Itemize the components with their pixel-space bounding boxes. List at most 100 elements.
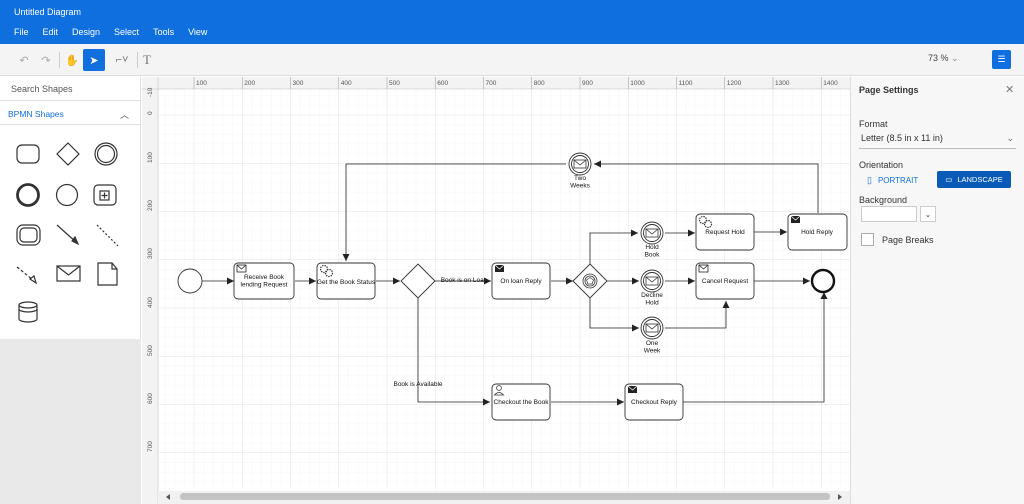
scroll-right-icon[interactable] bbox=[838, 494, 842, 500]
ruler-y-label: 700 bbox=[147, 441, 154, 452]
properties-panel-icon[interactable]: ☰ bbox=[992, 50, 1011, 69]
hold-book-event[interactable] bbox=[640, 221, 664, 245]
task-hold-reply[interactable] bbox=[787, 213, 848, 251]
palette-empty-area bbox=[0, 339, 141, 504]
task-label: Checkout Reply bbox=[631, 399, 678, 406]
ruler-y-label: 600 bbox=[147, 393, 154, 404]
association-shape-icon[interactable] bbox=[96, 224, 119, 247]
menu-select[interactable]: Select bbox=[114, 27, 140, 37]
landscape-icon: ▭ bbox=[945, 175, 953, 184]
diagram-title: Untitled Diagram bbox=[14, 7, 82, 17]
toolbar-divider bbox=[59, 52, 60, 68]
toolbar-divider bbox=[137, 52, 138, 68]
ruler-x-label: 100 bbox=[196, 80, 207, 87]
menu-bar: File Edit Design Select Tools View bbox=[14, 27, 207, 37]
bpmn-shapes-header[interactable]: BPMN Shapes ︿ bbox=[0, 103, 141, 125]
two-weeks-timer-event[interactable] bbox=[568, 152, 592, 176]
search-shapes-input[interactable]: Search Shapes bbox=[0, 77, 141, 101]
ruler-y-label: 400 bbox=[147, 297, 154, 308]
message-shape-icon[interactable] bbox=[56, 265, 81, 282]
gateway-shape-icon[interactable] bbox=[56, 142, 80, 166]
task-shape-icon[interactable] bbox=[16, 144, 40, 164]
ruler-y-label: 100 bbox=[147, 152, 154, 163]
landscape-button[interactable]: ▭ LANDSCAPE bbox=[937, 171, 1011, 188]
ruler-x-label: 200 bbox=[244, 80, 255, 87]
ruler-x-label: 1100 bbox=[679, 80, 693, 87]
zoom-value: 73 % bbox=[928, 53, 949, 63]
chevron-down-icon[interactable]: ⌄ bbox=[920, 206, 936, 222]
start-event-shape-icon[interactable] bbox=[55, 183, 79, 207]
task-checkout-book[interactable] bbox=[491, 383, 551, 421]
edge-label: Book is Available bbox=[393, 381, 442, 388]
horizontal-ruler bbox=[142, 77, 850, 89]
one-week-event[interactable] bbox=[640, 316, 664, 340]
ruler-x-label: 600 bbox=[437, 80, 448, 87]
background-label: Background bbox=[859, 195, 908, 205]
task-get-book-status[interactable] bbox=[316, 262, 376, 300]
portrait-label: PORTRAIT bbox=[877, 175, 919, 185]
connector-tool-icon[interactable]: ⌐˅ bbox=[115, 54, 129, 66]
checkbox-box[interactable] bbox=[861, 233, 874, 246]
title-bar: Untitled Diagram File Edit Design Select… bbox=[0, 0, 1024, 44]
ruler-y-label: 300 bbox=[147, 248, 154, 259]
decline-hold-event[interactable] bbox=[640, 269, 664, 293]
format-select[interactable]: Letter (8.5 in x 11 in) ⌄ bbox=[859, 130, 1016, 149]
task-label: Cancel Request bbox=[702, 278, 748, 285]
data-object-shape-icon[interactable] bbox=[97, 262, 118, 286]
transaction-shape-icon[interactable] bbox=[16, 224, 41, 246]
chevron-up-icon: ︿ bbox=[119, 110, 129, 120]
data-store-shape-icon[interactable] bbox=[18, 301, 38, 323]
message-flow-shape-icon[interactable] bbox=[16, 266, 34, 281]
format-value: Letter (8.5 in x 11 in) bbox=[861, 133, 943, 143]
ruler-x-label: 900 bbox=[582, 80, 593, 87]
task-request-hold[interactable] bbox=[695, 213, 755, 251]
select-tool-icon[interactable]: ➤ bbox=[83, 49, 105, 71]
exclusive-gateway[interactable] bbox=[400, 263, 436, 299]
task-checkout-reply[interactable] bbox=[624, 383, 684, 421]
ruler-y-label: 500 bbox=[147, 345, 154, 356]
portrait-button[interactable]: ▯ PORTRAIT bbox=[867, 172, 918, 188]
close-icon[interactable]: ✕ bbox=[1005, 84, 1015, 96]
task-receive-request[interactable] bbox=[233, 262, 295, 300]
ruler-y-label: -10 bbox=[147, 87, 154, 97]
task-label: On loan Reply bbox=[500, 278, 542, 285]
panel-title: Page Settings bbox=[859, 85, 919, 95]
redo-icon[interactable]: ↷ bbox=[41, 54, 51, 67]
task-on-loan-reply[interactable] bbox=[491, 262, 551, 300]
undo-icon[interactable]: ↶ bbox=[19, 54, 29, 67]
end-event[interactable] bbox=[810, 268, 836, 294]
chevron-down-icon: ⌄ bbox=[1006, 133, 1014, 143]
ruler-x-label: 800 bbox=[534, 80, 545, 87]
start-event[interactable] bbox=[177, 268, 203, 294]
scrollbar-thumb[interactable] bbox=[180, 493, 830, 500]
ruler-y-label: 200 bbox=[147, 200, 154, 211]
ruler-x-label: 700 bbox=[486, 80, 497, 87]
pan-tool-icon[interactable]: ✋ bbox=[65, 54, 79, 67]
menu-edit[interactable]: Edit bbox=[42, 27, 59, 37]
scroll-left-icon[interactable] bbox=[166, 494, 170, 500]
shape-grid bbox=[0, 125, 141, 335]
menu-view[interactable]: View bbox=[188, 27, 208, 37]
text-tool-icon[interactable]: T bbox=[143, 52, 151, 67]
background-color-input[interactable] bbox=[861, 206, 917, 222]
task-label: Get the Book Status bbox=[317, 279, 376, 286]
menu-file[interactable]: File bbox=[14, 27, 29, 37]
menu-design[interactable]: Design bbox=[72, 27, 101, 37]
intermediate-event-shape-icon[interactable] bbox=[94, 142, 118, 166]
task-cancel-request[interactable] bbox=[695, 262, 755, 300]
ruler-x-label: 400 bbox=[341, 80, 352, 87]
end-event-shape-icon[interactable] bbox=[16, 183, 40, 207]
format-label: Format bbox=[859, 119, 888, 129]
event-based-gateway[interactable] bbox=[572, 263, 608, 299]
menu-tools[interactable]: Tools bbox=[153, 27, 175, 37]
page-breaks-checkbox[interactable]: Page Breaks bbox=[861, 233, 934, 246]
subprocess-shape-icon[interactable] bbox=[93, 184, 117, 206]
zoom-dropdown[interactable]: 73 % ⌄ bbox=[928, 53, 959, 63]
